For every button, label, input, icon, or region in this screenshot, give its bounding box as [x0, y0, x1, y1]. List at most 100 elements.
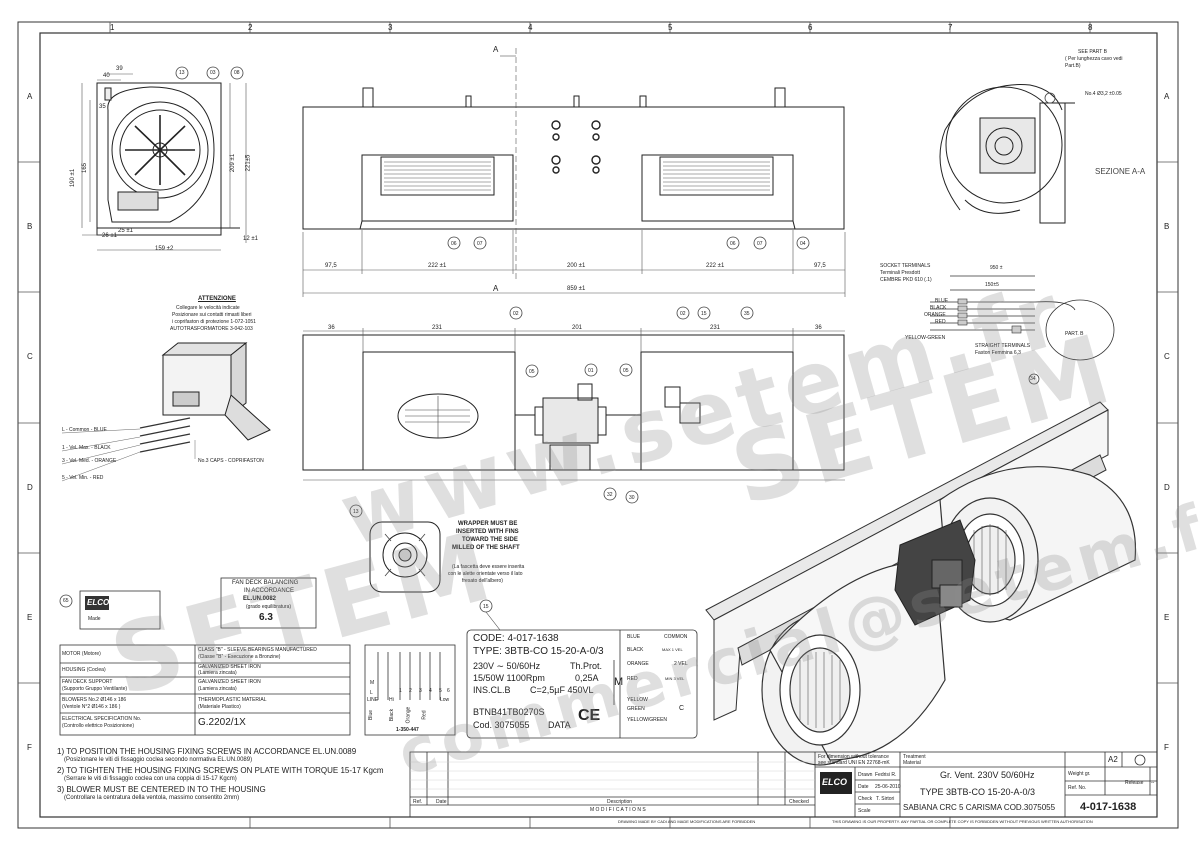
wrapper-note-it-2: con le alette orientate verso il lato: [448, 571, 523, 577]
plate-conn-blue-s: COMMON: [664, 634, 688, 640]
label-tag-made: Made: [88, 616, 101, 622]
plate-conn-red-s: MIN 3 VEL: [665, 676, 685, 681]
spec-blowers-key: BLOWERS No.2 Ø146 x 186: [62, 697, 127, 703]
section-title: SEZIONE A-A: [1095, 167, 1146, 176]
plate-conn-orange: ORANGE: [627, 661, 649, 667]
balancing-line-2: IN ACCORDANCE: [244, 588, 295, 594]
callout-07a: 07: [477, 241, 483, 247]
front-dim-2: 222 ±1: [428, 263, 447, 269]
note-1-it: (Posizionare le viti di fissaggio coclea…: [64, 757, 253, 763]
mod-col-description: Description: [607, 799, 633, 805]
wiring-m: M: [370, 680, 375, 686]
callout-30: 30: [629, 495, 635, 501]
drawn-value: Fedrisi R.: [875, 772, 897, 778]
balancing-line-3: EL.UN.0082: [243, 596, 277, 602]
front-dim-4: 222 ±1: [706, 263, 725, 269]
dim-209: 209 ±1: [230, 153, 237, 173]
plan-dim-2: 231: [432, 325, 443, 331]
plate-line2a: 15/50W 1100Rpm: [473, 673, 545, 683]
callout-01: 01: [588, 368, 594, 374]
grid-row-a-right: A: [1164, 92, 1170, 101]
check-label: Check: [858, 796, 873, 802]
socket-terminals-it1: Terminali Presdott: [880, 270, 921, 276]
wiring-3: 3: [419, 688, 422, 694]
wire-yellow-green: YELLOW-GREEN: [905, 335, 946, 341]
grid-col-6: 6: [808, 23, 813, 32]
terminal-len2: 150±5: [985, 282, 999, 288]
balancing-value: 6.3: [259, 612, 273, 623]
grid-row-e: E: [27, 613, 33, 622]
spec-deck-val: GALVANIZED SHEET IRON: [198, 679, 261, 685]
plate-line1b: Th.Prot.: [570, 661, 603, 671]
attention-line-2: Posizionare sui contatti rimasti liberi: [172, 312, 252, 318]
grid-col-5: 5: [668, 23, 673, 32]
grid-row-b: B: [27, 222, 33, 231]
section-mark-bottom: A: [493, 284, 499, 293]
mod-col-ref: Ref.: [413, 799, 423, 805]
terminal-len1: 950 ±: [990, 265, 1003, 271]
callout-15a: 15: [701, 311, 707, 317]
spec-motor-val: CLASS "B" - SLEEVE BEARINGS MANUFACTURED: [198, 647, 317, 653]
callout-05b: 05: [623, 368, 629, 374]
wiring-4: 4: [429, 688, 432, 694]
grid-row-f-right: F: [1164, 743, 1169, 752]
wrapper-note-it-3: fresato dell'albero): [462, 578, 503, 584]
wrapper-note-2: INSERTED WITH FINS: [456, 529, 519, 535]
grid-col-2: 2: [248, 23, 253, 32]
callout-15b: 15: [483, 604, 489, 610]
wiring-blue: Blue: [368, 709, 375, 721]
wiring-l: L: [370, 690, 373, 696]
spec-motor-key: MOTOR (Motore): [62, 651, 101, 657]
date-label: Date: [858, 784, 869, 790]
callout-06a: 06: [451, 241, 457, 247]
treatment-label: Treatment: [903, 754, 926, 760]
footer-left: DRAWING MADE BY CADI AND MADE MODIFICATI…: [618, 819, 756, 824]
note-2-it: (Serrare le viti di fissaggio coclea con…: [64, 776, 237, 782]
wiring-5: 5: [439, 688, 442, 694]
dim-26: 26 ±1: [102, 233, 117, 239]
callout-34: 34: [1030, 376, 1036, 382]
wiring-2: 2: [409, 688, 412, 694]
spec-blowers-key2: (Ventole N°2 Ø146 x 186 ): [62, 704, 121, 710]
plate-conn-black: BLACK: [627, 647, 644, 653]
plate-conn-black-s: MAX 1 VEL: [662, 647, 683, 652]
note-2: 2) TO TIGHTEN THE HOUSING FIXING SCREWS …: [57, 766, 384, 775]
title-desc-1: Gr. Vent. 230V 50/60Hz: [940, 770, 1035, 780]
grid-row-f: F: [27, 743, 32, 752]
plate-conn-yellow: YELLOW: [627, 697, 648, 703]
wiring-6: 6: [447, 688, 450, 694]
callout-08: 08: [234, 70, 240, 76]
callout-02b: 02: [680, 311, 686, 317]
plate-conn-green: GREEN: [627, 706, 645, 712]
front-dim-1: 97,5: [325, 263, 337, 269]
date-value: 25-06-2010: [875, 784, 901, 790]
spec-deck-key: FAN DECK SUPPORT: [62, 679, 113, 685]
dim-25: 25 ±1: [118, 228, 133, 234]
plan-dim-1: 36: [328, 325, 335, 331]
plate-motor-symbol: M: [614, 676, 624, 688]
grid-col-7: 7: [948, 23, 953, 32]
dim-221: 221±5: [245, 154, 252, 172]
plate-line3a: INS.CL.B: [473, 685, 511, 695]
section-mark-top: A: [493, 45, 499, 54]
title-desc-2: TYPE 3BTB-CO 15-20-A-0/3: [920, 787, 1036, 797]
drawing-number: 4-017-1638: [1080, 801, 1137, 813]
grid-col-4: 4: [528, 23, 533, 32]
modifications-label: M O D I F I C A T I O N S: [590, 807, 646, 813]
scale-label: Scale: [858, 808, 871, 814]
grid-row-d-right: D: [1164, 483, 1170, 492]
callout-35: 35: [744, 311, 750, 317]
grid-row-c: C: [27, 352, 33, 361]
title-desc-3: SABIANA CRC 5 CARISMA COD.3075055: [903, 803, 1056, 812]
transformer-label-l: L - Common - BLUE: [62, 427, 107, 433]
release-value: --: [1151, 780, 1155, 786]
balancing-line-4: (grado equilibratura): [246, 604, 292, 610]
callout-03: 03: [210, 70, 216, 76]
wire-black: BLACK: [930, 305, 947, 311]
callout-65: 65: [63, 598, 69, 604]
dim-35: 35: [99, 104, 106, 110]
plan-dim-3: 201: [572, 325, 583, 331]
part-b-label: PART. B: [1065, 331, 1084, 337]
spec-housing-key: HOUSING (Coclea): [62, 667, 106, 673]
wrapper-note-4: MILLED OF THE SHAFT: [452, 545, 520, 551]
